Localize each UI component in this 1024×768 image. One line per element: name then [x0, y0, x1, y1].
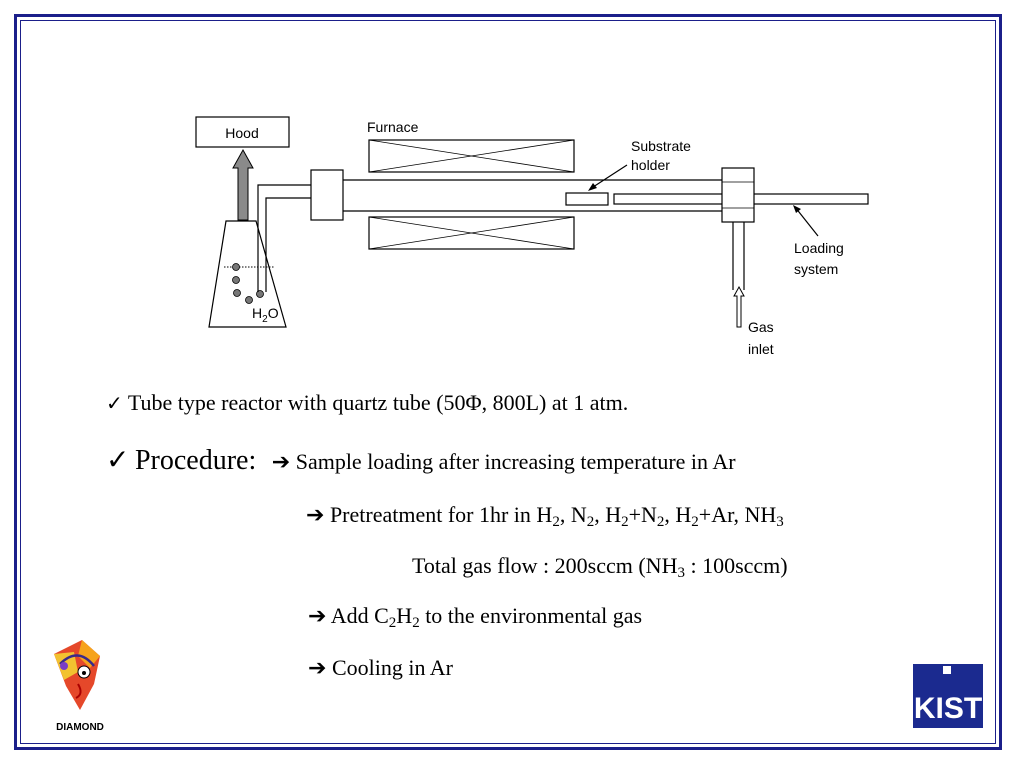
- kist-logo-mark: KIST: [914, 666, 982, 725]
- bubble: [233, 289, 241, 297]
- water-label: H2O: [252, 305, 279, 325]
- step-text: Cooling in Ar: [331, 655, 453, 680]
- slide-border-inner: [20, 20, 996, 744]
- check-icon: ✓: [106, 445, 130, 476]
- step-text: Pretreatment for 1hr in H2, N2, H2+N2, H…: [329, 502, 784, 530]
- substrate-label: Substrate: [631, 138, 691, 154]
- bubble: [232, 263, 240, 271]
- hood-arrow: [232, 148, 254, 221]
- exhaust-tube: [265, 197, 311, 292]
- step-text: Sample loading after increasing temperat…: [295, 449, 736, 474]
- substrate-holder: [565, 192, 609, 206]
- left-end-cap: [310, 169, 344, 221]
- bubble: [232, 276, 240, 284]
- bullet-text: Tube type reactor with quartz tube (50Φ,…: [127, 390, 629, 415]
- loading-pointer: [794, 206, 819, 237]
- arrow-icon: ➔: [271, 449, 291, 474]
- step-text: Add C2H2 to the environmental gas: [330, 603, 643, 631]
- diamond-logo-text: DIAMOND: [56, 722, 104, 733]
- hood-label: Hood: [225, 125, 258, 141]
- bullet-procedure: ✓ Procedure: ➔ Sample loading after incr…: [106, 443, 736, 477]
- reactor-diagram: Hood H2O Furnace Substrate holder Loadin…: [195, 116, 869, 357]
- hood-box: [195, 116, 290, 148]
- substrate-label: holder: [631, 157, 670, 173]
- arrow-icon: ➔: [308, 603, 327, 628]
- arrow-icon: ➔: [306, 502, 325, 527]
- gas-label: inlet: [748, 341, 774, 357]
- gas-label: Gas: [748, 319, 774, 335]
- procedure-label: Procedure:: [134, 445, 257, 476]
- substrate-pointer: [589, 164, 628, 190]
- step-add-c2h2: ➔ Add C2H2 to the environmental gas: [308, 603, 642, 632]
- loading-label: system: [794, 261, 838, 277]
- loading-label: Loading: [794, 240, 844, 256]
- right-end-cap: [721, 167, 755, 223]
- total-gas-flow: Total gas flow : 200sccm (NH3 : 100sccm): [412, 553, 788, 581]
- bullet-tube-reactor: ✓ Tube type reactor with quartz tube (50…: [106, 390, 628, 416]
- slide-border-outer: [14, 14, 1002, 750]
- kist-logo: KIST: [913, 664, 983, 728]
- gas-inlet-arrow: [733, 285, 745, 328]
- bubble: [245, 296, 253, 304]
- step-pretreatment: ➔ Pretreatment for 1hr in H2, N2, H2+N2,…: [306, 502, 784, 531]
- water-flask: [208, 220, 287, 328]
- svg-text:KIST: KIST: [914, 692, 982, 725]
- bubble: [256, 290, 264, 298]
- exhaust-tube: [257, 184, 311, 292]
- check-icon: ✓: [106, 393, 123, 415]
- arrow-icon: ➔: [308, 655, 327, 680]
- diamond-logo: DIAMOND: [54, 640, 104, 733]
- step-cooling: ➔ Cooling in Ar: [308, 655, 453, 681]
- furnace-label: Furnace: [367, 119, 419, 135]
